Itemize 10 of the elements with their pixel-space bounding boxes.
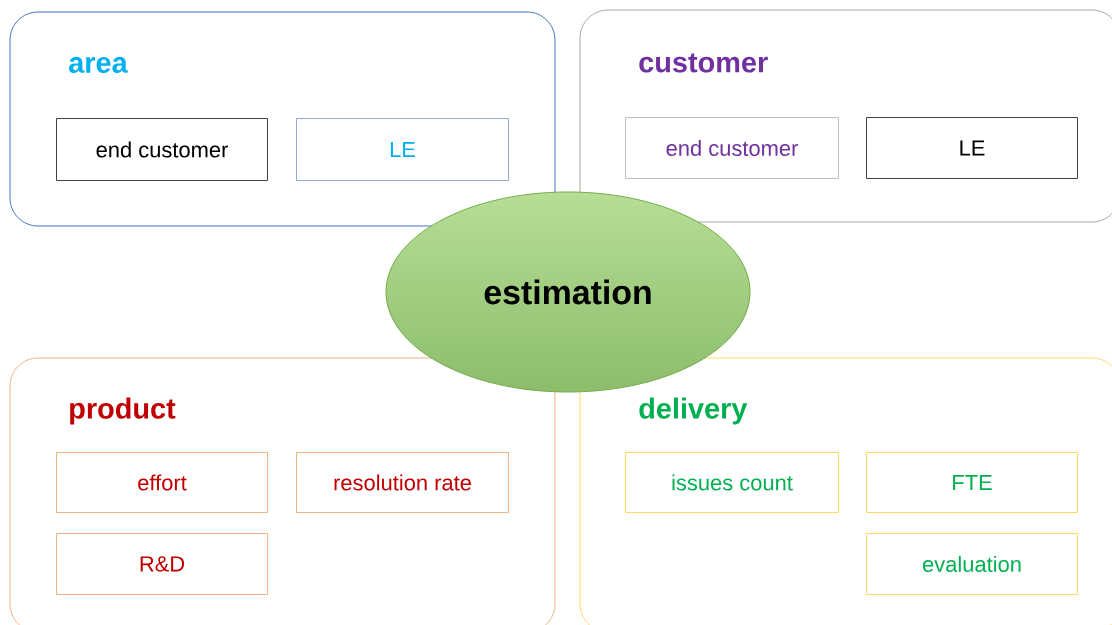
item-box: LE (296, 118, 509, 181)
item-box: FTE (866, 452, 1078, 513)
item-box: effort (56, 452, 268, 513)
item-box: evaluation (866, 533, 1078, 595)
item-box: LE (866, 117, 1078, 179)
item-box: R&D (56, 533, 268, 595)
item-box: end customer (625, 117, 839, 179)
item-box: end customer (56, 118, 268, 181)
item-box: issues count (625, 452, 839, 513)
item-box: resolution rate (296, 452, 509, 513)
